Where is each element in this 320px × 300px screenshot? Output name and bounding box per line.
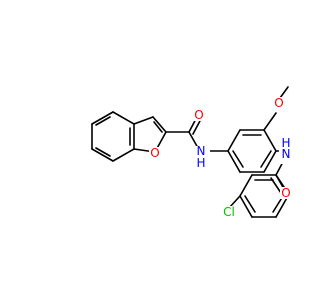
carbonyl-oxygen-right: O: [281, 186, 290, 200]
bond: [227, 150, 241, 173]
bond: [260, 150, 272, 168]
bond: [263, 150, 277, 173]
bond: [239, 195, 253, 218]
bond: [133, 116, 154, 125]
carbonyl-oxygen-left-label: O: [193, 108, 205, 122]
bond: [112, 148, 135, 162]
carbonyl-oxygen-left: O: [194, 108, 203, 122]
bond: [239, 174, 253, 197]
amide-n-left-label: N H: [194, 144, 210, 170]
amide-n-right-label: N H: [279, 136, 295, 164]
bond: [152, 116, 167, 133]
bond: [275, 195, 289, 218]
chlorine-label: Cl: [220, 205, 238, 219]
atom-labels: O O N H O N H O: [149, 96, 295, 219]
bond: [91, 111, 114, 125]
bond: [244, 195, 256, 213]
bond: [279, 86, 289, 99]
bond: [263, 112, 277, 131]
bond: [192, 118, 202, 135]
bond: [153, 121, 163, 133]
furan-oxygen-label: O: [149, 146, 161, 160]
bond: [232, 150, 244, 168]
bond: [188, 131, 199, 149]
molecule-canvas: O O N H O N H O: [91, 86, 295, 219]
methoxy-oxygen: O: [274, 96, 283, 110]
amide-nitrogen-left: N: [197, 144, 206, 158]
bonds: [91, 86, 289, 218]
amide-nitrogen-right: N: [282, 147, 291, 161]
furan-oxygen: O: [150, 146, 159, 160]
bond: [95, 147, 111, 157]
chlorine-atom: Cl: [223, 205, 235, 219]
structure-diagram: O O N H O N H O: [91, 86, 295, 219]
bond: [263, 129, 277, 152]
bond: [95, 116, 111, 126]
carbonyl-oxygen-right-label: O: [280, 186, 292, 200]
amide-hydrogen-left: H: [196, 156, 205, 170]
bond: [112, 111, 135, 125]
methoxy-oxygen-label: O: [273, 96, 285, 110]
bond: [91, 148, 114, 162]
bond: [227, 129, 241, 152]
amide-hydrogen-right: H: [281, 136, 290, 150]
